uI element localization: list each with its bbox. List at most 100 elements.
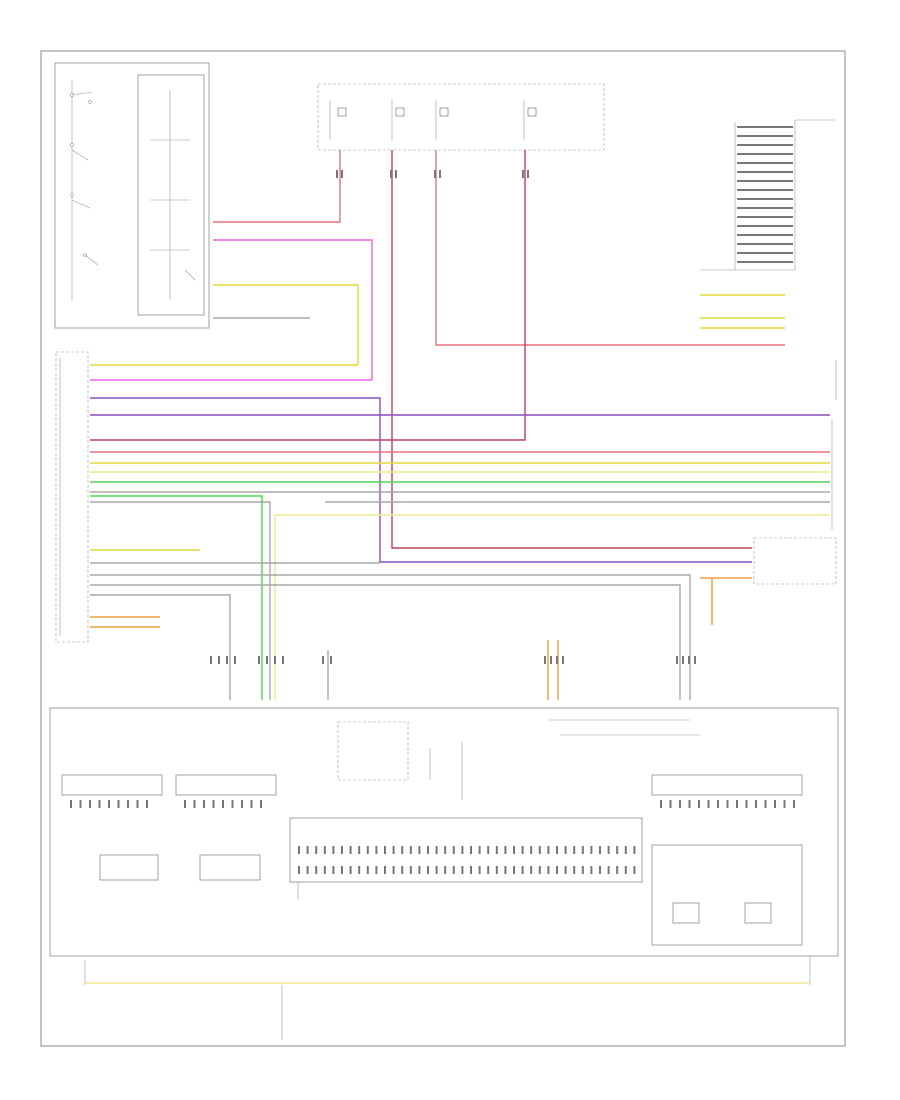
module-pin-bottom-2 — [315, 866, 318, 874]
left-module-pin-3 — [98, 800, 101, 808]
relay-line-7 — [737, 189, 793, 191]
module-pin-top-30 — [556, 846, 558, 854]
module-pin-top-13 — [409, 846, 412, 854]
relay-line-12 — [737, 234, 793, 236]
inline-connector-e-1 — [682, 656, 684, 664]
inline-connector-a-2 — [226, 656, 228, 664]
module-pin-bottom-11 — [392, 866, 395, 874]
module-pin-top-23 — [495, 846, 498, 854]
right-module-pin-7 — [726, 800, 729, 808]
wire-orange-30 — [700, 577, 752, 625]
module-pin-bottom-6 — [349, 866, 352, 874]
module-pin-bottom-19 — [461, 866, 464, 874]
left-module-pin-1 — [79, 800, 82, 808]
right-module-pin-9 — [745, 800, 748, 808]
module-pin-top-6 — [349, 846, 352, 854]
module-pin-top-31 — [564, 846, 567, 854]
module-pin-top-10 — [384, 846, 386, 854]
inline-connector-d-0 — [544, 656, 546, 664]
module-pin-bottom-25 — [513, 866, 515, 874]
right-module-pin-5 — [707, 800, 710, 808]
module-pin-top-11 — [392, 846, 395, 854]
left-module-pin-6 — [127, 800, 129, 808]
module-pin-top-22 — [487, 846, 490, 854]
inline-connector-b-3 — [282, 656, 284, 664]
module-pin-top-34 — [590, 846, 593, 854]
right-module-pin-11 — [764, 800, 767, 808]
module-pin-bottom-3 — [323, 866, 326, 874]
module-pin-bottom-29 — [547, 866, 550, 874]
mid-module-pin-1 — [193, 800, 196, 808]
module-pin-bottom-24 — [504, 866, 507, 874]
ground-rail — [84, 955, 811, 1040]
module-pin-bottom-1 — [306, 866, 309, 874]
mid-module-pin-7 — [250, 800, 253, 808]
module-pin-bottom-22 — [487, 866, 490, 874]
fuse-block — [317, 83, 605, 151]
left-module-pin-4 — [108, 800, 110, 808]
module-pin-top-38 — [624, 846, 627, 854]
pins-layer — [70, 126, 795, 874]
right-module-pin-0 — [660, 800, 662, 808]
module-pin-bottom-15 — [427, 866, 429, 874]
relay-line-10 — [737, 216, 793, 218]
module-pin-bottom-13 — [409, 866, 412, 874]
right-connectors — [753, 360, 837, 585]
wire-darkred-5 — [90, 150, 526, 441]
mid-module-pin-8 — [260, 800, 262, 808]
module-pin-bottom-28 — [538, 866, 541, 874]
wire-gray-22 — [90, 574, 691, 700]
relay-line-5 — [737, 171, 793, 173]
inline-connector-b-0 — [258, 656, 260, 664]
right-module-pin-6 — [717, 800, 719, 808]
module-pin-bottom-20 — [470, 866, 472, 874]
mid-module-pin-3 — [212, 800, 215, 808]
module-pin-top-27 — [530, 846, 533, 854]
module-pin-top-28 — [538, 846, 541, 854]
module-pin-top-18 — [452, 846, 455, 854]
relay-line-2 — [737, 144, 793, 146]
inline-connector-c-1 — [330, 656, 332, 664]
fuse-out-c-1 — [439, 170, 441, 178]
module-pin-bottom-8 — [366, 866, 369, 874]
inline-connector-d-1 — [550, 656, 552, 664]
module-pin-top-7 — [358, 846, 361, 854]
right-module-pin-13 — [783, 800, 786, 808]
module-pin-top-19 — [461, 846, 464, 854]
module-pin-top-20 — [470, 846, 472, 854]
module-pin-top-29 — [547, 846, 550, 854]
module-pin-bottom-26 — [521, 866, 524, 874]
module-pin-top-35 — [599, 846, 601, 854]
module-pin-bottom-34 — [590, 866, 593, 874]
right-module-pin-3 — [688, 800, 691, 808]
inline-connector-b-2 — [274, 656, 276, 664]
relay-line-13 — [737, 243, 793, 245]
inline-connector-d-2 — [556, 656, 558, 664]
module-pin-bottom-32 — [573, 866, 576, 874]
relay-line-15 — [737, 261, 793, 263]
module-pin-top-25 — [513, 846, 515, 854]
inline-connector-c-0 — [322, 656, 324, 664]
module-pin-bottom-12 — [401, 866, 404, 874]
mid-module-pin-4 — [222, 800, 224, 808]
module-pin-top-3 — [323, 846, 326, 854]
module-pin-bottom-35 — [599, 866, 601, 874]
module-pin-bottom-16 — [435, 866, 438, 874]
module-pin-bottom-38 — [624, 866, 627, 874]
inline-connector-a-1 — [218, 656, 220, 664]
mid-module-pin-5 — [231, 800, 234, 808]
wire-yellow-2 — [213, 284, 359, 365]
inline-connector-e-3 — [694, 656, 696, 664]
wire-gray-24 — [90, 594, 231, 700]
module-pin-top-15 — [427, 846, 429, 854]
module-pin-top-9 — [375, 846, 378, 854]
module-pin-bottom-21 — [478, 866, 481, 874]
mid-module-pin-2 — [203, 800, 205, 808]
relay-connector-stack — [700, 119, 835, 271]
inline-connector-e-0 — [676, 656, 678, 664]
module-pin-top-4 — [332, 846, 335, 854]
left-module-pin-5 — [117, 800, 120, 808]
relay-line-14 — [737, 252, 793, 254]
wire-red-0 — [213, 150, 341, 223]
relay-line-4 — [737, 162, 793, 164]
